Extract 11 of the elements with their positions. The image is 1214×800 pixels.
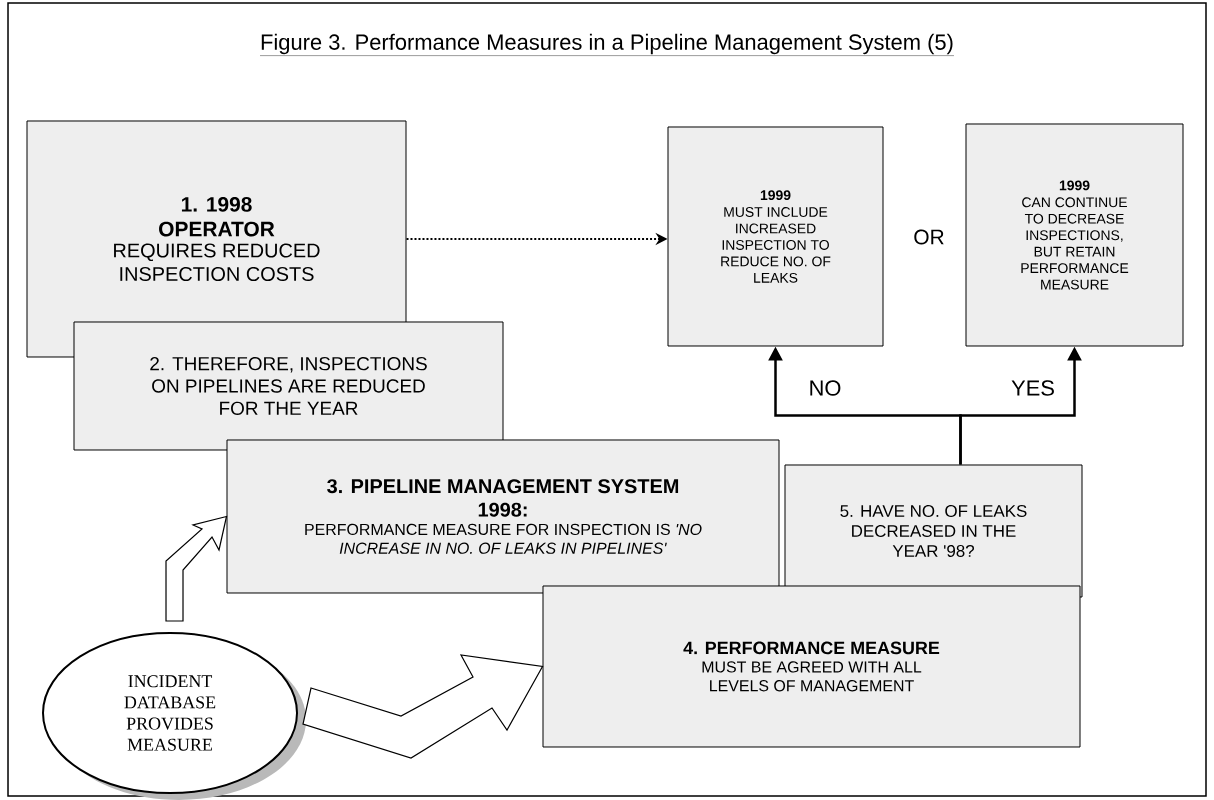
edge-label: YES <box>1010 379 1056 397</box>
edge-label: NO <box>807 379 843 397</box>
process-box: 3. PIPELINE MANAGEMENT SYSTEM 1998: PERFORMANCE MEASURE FOR INSPECTION IS 'NO INCREASE IN NO. OF LEAKS IN PIPELINES' <box>226 439 780 594</box>
process-box: 2. THEREFORE, INSPECTIONS ON PIPELINES ARE REDUCED FOR THE YEAR <box>73 321 504 451</box>
block-arrow <box>165 515 228 622</box>
process-box: 1999 CAN CONTINUE TO DECREASE INSPECTIONS, BUT RETAIN PERFORMANCE MEASURE <box>965 123 1184 347</box>
title: Figure 3. Performance Measures in a Pipeline Management System (5) <box>259 33 955 56</box>
connector-word: OR <box>914 229 944 245</box>
process-box: 5. HAVE NO. OF LEAKS DECREASED IN THE YEAR '98? <box>784 464 1083 598</box>
block-arrow <box>302 654 544 759</box>
process-box: 1999 MUST INCLUDE INCREASED INSPECTION TO REDUCE NO. OF LEAKS <box>667 126 884 347</box>
